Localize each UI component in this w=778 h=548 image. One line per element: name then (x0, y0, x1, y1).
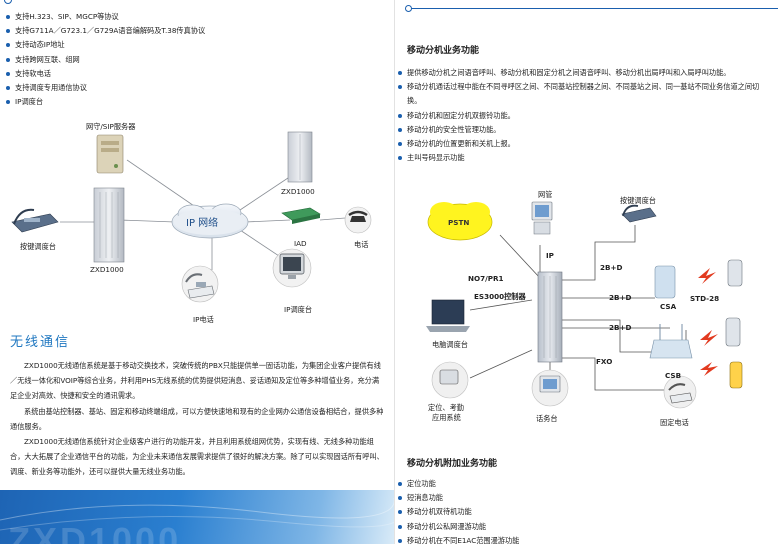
feature-list: 支持H.323、SIP、MGCP等协议 支持G711A／G723.1／G729A… (6, 10, 205, 109)
dispatch-left-label: 按键调度台 (20, 242, 56, 251)
list-item: 移动分机双待机功能 (398, 505, 519, 519)
list-item: 移动分机的安全性管理功能。 (398, 123, 773, 137)
iad-device-icon (281, 207, 321, 224)
iad-label: IAD (294, 239, 307, 248)
section2-title: 移动分机附加业务功能 (407, 459, 498, 469)
list-item: 短消息功能 (398, 491, 519, 505)
list-item: 移动分机和固定分机双振铃功能。 (398, 109, 773, 123)
zxd-right-label: ZXD1000 (281, 187, 315, 196)
server-icon (96, 134, 124, 174)
csa-base-station-icon (654, 265, 676, 299)
ip-phone-icon (181, 265, 219, 303)
list-item: 支持跨网互联、组网 (6, 53, 205, 67)
column-divider (394, 0, 395, 544)
fixed-phone-icon (663, 375, 697, 409)
list-item: 移动分机通话过程中能在不同寻呼区之间、不同基站控制器之间、不同基站之间、同一基站… (398, 80, 773, 108)
cabinet-icon (287, 131, 313, 183)
no7-label: NO7/PR1 (468, 274, 504, 283)
csa-label: CSA (660, 302, 677, 311)
link-label: 2B+D (609, 323, 632, 332)
std28-label: STD-28 (690, 294, 720, 303)
top-circle-marker-right (405, 5, 412, 12)
link-label: 2B+D (600, 263, 623, 272)
dispatch-right-label: 按键调度台 (620, 196, 656, 205)
list-item: 提供移动分机之间语音呼叫、移动分机和固定分机之间语音呼叫、移动分机出局呼叫和入局… (398, 66, 773, 80)
phone-label: 电话 (354, 240, 369, 249)
pc-dispatch-label: 电脑调度台 (432, 340, 468, 349)
list-item: IP调度台 (6, 95, 205, 109)
wireless-paragraphs: ZXD1000无线通信系统是基于移动交换技术，突破传统的PBX只能提供单一固话功… (10, 358, 386, 480)
mobile-extension-diagram (426, 201, 743, 409)
list-item: 支持H.323、SIP、MGCP等协议 (6, 10, 205, 24)
dispatch-console-icon (621, 204, 657, 223)
location-label-1: 定位、考勤 (428, 403, 464, 412)
paragraph: ZXD1000无线通信系统是基于移动交换技术，突破传统的PBX只能提供单一固话功… (10, 361, 381, 401)
gatekeeper-label: 网守/SIP服务器 (86, 122, 136, 131)
ip-label: IP (546, 251, 554, 260)
list-item: 支持G711A／G723.1／G729A语音编解码及T.38传真协议 (6, 24, 205, 38)
list-item: 支持调度专用通信协议 (6, 81, 205, 95)
list-item: 支持动态IP地址 (6, 38, 205, 52)
banner-watermark-text: ZXD1000 (8, 520, 182, 544)
location-terminal-icon (431, 361, 469, 399)
controller-cabinet-icon (537, 271, 563, 363)
console-computer-icon (531, 369, 569, 407)
fxo-label: FXO (596, 357, 613, 366)
es3000-label: ES3000控制器 (474, 292, 526, 301)
pstn-cloud (427, 202, 493, 241)
section1-title: 移动分机业务功能 (407, 46, 480, 56)
telephone-icon (344, 206, 372, 234)
ip-dispatch-label: IP调度台 (284, 305, 313, 314)
location-label-2: 应用系统 (432, 413, 461, 422)
laptop-icon (426, 299, 470, 332)
list-item: 移动分机的位置更新和关机上报。 (398, 137, 773, 151)
ip-network-diagram (11, 131, 372, 303)
section2-list: 定位功能 短消息功能 移动分机双待机功能 移动分机公私网漫游功能 移动分机在不同… (398, 477, 519, 548)
list-item: 移动分机在不同E1AC范围漫游功能 (398, 534, 519, 548)
mobile-phone-icon (725, 259, 743, 389)
csb-base-station-icon (649, 324, 693, 359)
pstn-label: PSTN (448, 218, 470, 227)
list-item: 主叫号码显示功能 (398, 151, 773, 165)
zxd-left-label: ZXD1000 (90, 265, 124, 274)
list-item: 移动分机公私网漫游功能 (398, 520, 519, 534)
paragraph: ZXD1000无线通信系统针对企业级客户进行的功能开发，并且利用系统组网优势，实… (10, 437, 384, 477)
nms-label: 网管 (538, 190, 553, 199)
ip-network-cloud (171, 203, 249, 239)
top-rule (408, 8, 778, 9)
list-item: 定位功能 (398, 477, 519, 491)
dispatch-console-icon (11, 208, 59, 233)
top-circle-marker-left (4, 0, 12, 4)
monitor-icon (272, 248, 312, 288)
section1-list: 提供移动分机之间语音呼叫、移动分机和固定分机之间语音呼叫、移动分机出局呼叫和入局… (398, 66, 773, 165)
computer-icon (531, 201, 553, 235)
list-item: 支持软电话 (6, 67, 205, 81)
fixed-phone-label: 固定电话 (660, 418, 689, 427)
ip-phone-label: IP电话 (193, 315, 214, 324)
ip-network-label: IP 网络 (186, 218, 219, 229)
bottom-banner: ZXD1000 (0, 490, 394, 544)
console-label: 话务台 (536, 414, 558, 423)
wireless-signal-icon (698, 268, 718, 376)
link-label: 2B+D (609, 293, 632, 302)
csb-label: CSB (665, 371, 682, 380)
wireless-heading: 无线通信 (10, 335, 71, 350)
cabinet-icon (93, 187, 125, 263)
paragraph: 系统由基站控制器、基站、固定和移动终端组成，可以方便快速地和现有的企业网办公通信… (10, 406, 384, 431)
